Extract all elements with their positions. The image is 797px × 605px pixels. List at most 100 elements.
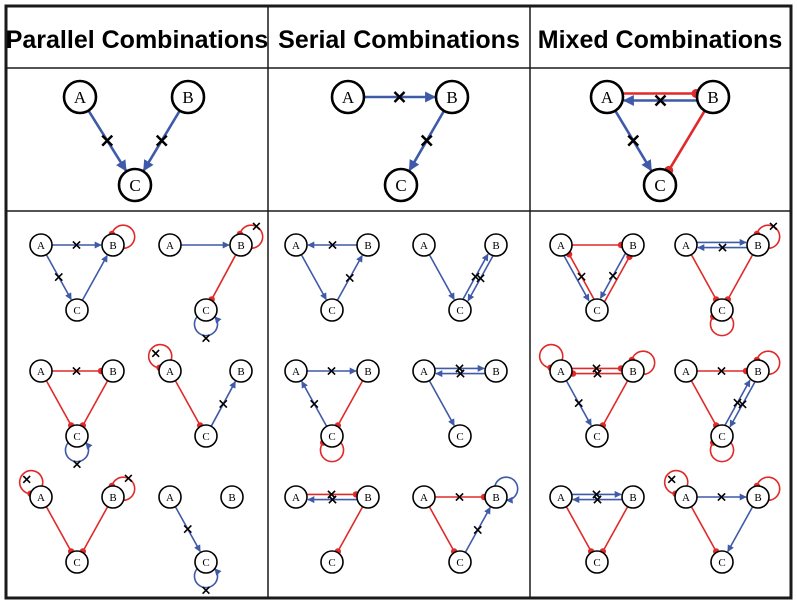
node-B — [621, 359, 645, 383]
cross-mark — [473, 525, 482, 535]
edge-A-C — [690, 380, 717, 426]
self-loop-C — [709, 316, 735, 337]
self-loop-B — [756, 350, 781, 376]
cross-mark — [420, 134, 433, 147]
node-C — [710, 298, 734, 322]
edge-A-C — [690, 506, 717, 552]
node-label-C: C — [202, 431, 209, 443]
node-B — [101, 359, 125, 383]
table-grid — [4, 4, 793, 600]
edge-A-C — [45, 380, 72, 426]
self-loop-C — [193, 568, 222, 589]
node-label-B: B — [364, 492, 371, 504]
self-loop-B — [111, 476, 136, 502]
cross-mark — [577, 272, 586, 281]
node-label-C: C — [73, 557, 80, 569]
node-label-B: B — [492, 492, 499, 504]
edge-B-C — [337, 380, 364, 426]
cross-mark — [456, 369, 465, 378]
node-B — [170, 79, 206, 115]
edge-A-C — [428, 380, 455, 427]
node-C — [65, 424, 89, 448]
cross-mark — [718, 243, 727, 252]
cross-mark — [54, 272, 63, 282]
node-A — [412, 359, 436, 383]
node-A — [330, 79, 366, 115]
node-B — [484, 359, 508, 383]
edge-A-C — [563, 255, 590, 302]
header-mixed: Mixed Combinations — [538, 26, 782, 54]
cross-mark — [593, 495, 602, 504]
edge-B-C — [602, 380, 629, 426]
cross-mark — [72, 240, 81, 250]
node-label-C: C — [73, 305, 80, 317]
node-C — [710, 424, 734, 448]
node-label-C: C — [395, 176, 406, 195]
node-A — [29, 485, 53, 509]
node-C — [194, 424, 218, 448]
node-label-A: A — [557, 492, 565, 504]
node-label-B: B — [492, 366, 499, 378]
node-B — [695, 79, 731, 115]
node-label-A: A — [420, 492, 428, 504]
node-A — [284, 233, 308, 257]
node-C — [448, 424, 472, 448]
node-C — [585, 424, 609, 448]
edge-C-B — [81, 254, 108, 301]
node-A — [29, 359, 53, 383]
cross-mark — [738, 400, 747, 409]
edge-A-C — [428, 254, 455, 301]
cross-mark — [310, 399, 319, 409]
cross-mark — [769, 222, 778, 231]
node-label-B: B — [629, 492, 636, 504]
node-A — [589, 79, 625, 115]
edge-B-C — [210, 254, 237, 300]
node-label-C: C — [718, 431, 725, 443]
cross-mark — [593, 369, 602, 378]
node-label-C: C — [593, 431, 600, 443]
edge-B-C — [337, 506, 364, 552]
node-label-A: A — [557, 240, 565, 252]
node-label-B: B — [754, 492, 761, 504]
node-A — [284, 485, 308, 509]
self-loop-B — [756, 224, 781, 250]
node-label-A: A — [682, 492, 690, 504]
cross-mark — [328, 495, 337, 504]
node-label-B: B — [364, 240, 371, 252]
node-B — [484, 485, 508, 509]
cross-mark — [72, 366, 81, 376]
self-loop-B — [494, 476, 519, 504]
node-B — [356, 359, 380, 383]
edge-C-B — [603, 256, 631, 303]
node-C — [448, 550, 472, 574]
node-C — [65, 298, 89, 322]
edge-B-C — [727, 506, 754, 553]
node-label-A: A — [420, 240, 428, 252]
edge-B-C — [82, 506, 109, 552]
cross-mark — [219, 399, 228, 409]
node-label-C: C — [328, 305, 335, 317]
node-label-C: C — [718, 557, 725, 569]
node-A — [284, 359, 308, 383]
self-loop-A — [538, 343, 564, 369]
node-label-B: B — [754, 366, 761, 378]
node-label-B: B — [237, 240, 244, 252]
node-label-C: C — [73, 431, 80, 443]
cross-mark — [202, 334, 210, 343]
node-C — [642, 167, 678, 203]
cross-mark — [155, 134, 168, 147]
node-C — [194, 550, 218, 574]
cross-mark — [183, 524, 192, 534]
node-label-A: A — [37, 240, 45, 252]
